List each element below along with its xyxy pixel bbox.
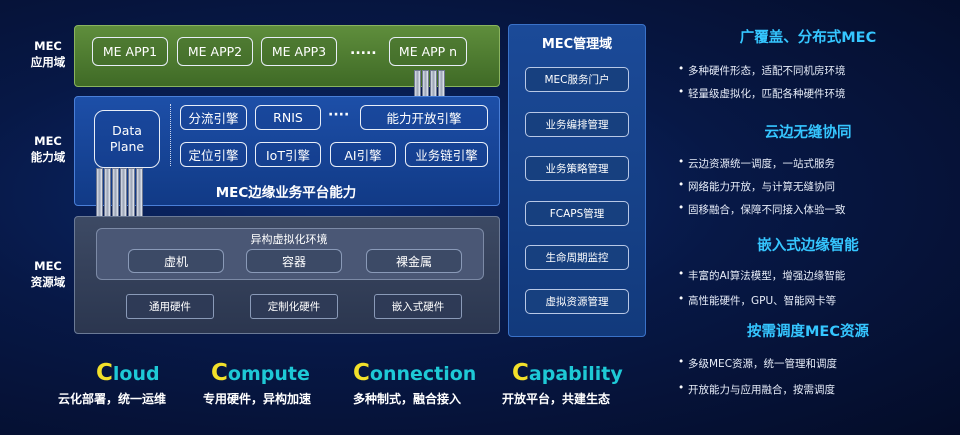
app-box-3: ME APP3 <box>261 37 337 66</box>
engine-rnis: RNIS <box>255 105 321 130</box>
compute-initial: C <box>211 360 228 386</box>
label-app-domain: MEC 应用域 <box>18 38 78 70</box>
cloud-initial: C <box>96 360 113 386</box>
feature-title-3: 嵌入式边缘智能 <box>757 238 859 254</box>
label-app-line1: MEC <box>34 39 62 53</box>
hw-custom: 定制化硬件 <box>250 294 338 319</box>
compute-title: Compute <box>211 360 310 386</box>
engine-service-chain: 业务链引擎 <box>405 142 488 167</box>
virtualization-title: 异构虚拟化环境 <box>250 233 328 246</box>
feature-3-bullet-2: 高性能硬件，GPU、智能网卡等 <box>678 293 836 308</box>
feature-4-bullet-1: 多级MEC资源，统一管理和调度 <box>678 356 837 371</box>
data-plane-line1: Data <box>112 123 142 138</box>
app-box-2: ME APP2 <box>177 37 253 66</box>
cloud-rest: loud <box>112 363 160 385</box>
app-box-1: ME APP1 <box>92 37 168 66</box>
connection-sub: 多种制式，融合接入 <box>353 392 462 406</box>
cloud-sub: 云化部署，统一运维 <box>58 392 167 406</box>
capability-4c-title: Capability <box>512 360 623 386</box>
feature-title-4: 按需调度MEC资源 <box>747 324 869 340</box>
label-res-domain: MEC 资源域 <box>18 258 78 290</box>
compute-rest: ompute <box>227 363 310 385</box>
mgmt-orchestration: 业务编排管理 <box>525 112 629 137</box>
data-plane-box: Data Plane <box>94 110 160 168</box>
dotted-divider <box>170 104 173 166</box>
feature-2-bullet-2: 网络能力开放，与计算无缝协同 <box>678 179 835 194</box>
mgmt-service-portal: MEC服务门户 <box>525 67 629 92</box>
data-plane-line2: Plane <box>109 139 145 154</box>
virt-container: 容器 <box>246 249 342 273</box>
label-cap-line2: 能力域 <box>30 150 66 164</box>
compute-sub: 专用硬件，异构加速 <box>203 392 312 406</box>
feature-2-bullet-3: 固移融合，保障不同接入体验一致 <box>678 202 845 217</box>
app-box-n: ME APP n <box>389 37 467 66</box>
label-cap-domain: MEC 能力域 <box>18 133 78 165</box>
engine-traffic: 分流引擎 <box>180 105 247 130</box>
feature-4-bullet-2: 开放能力与应用融合，按需调度 <box>678 382 835 397</box>
feature-3-bullet-1: 丰富的AI算法模型，增强边缘智能 <box>678 268 845 283</box>
engine-ai: AI引擎 <box>330 142 396 167</box>
virt-baremetal: 裸金属 <box>366 249 462 273</box>
capability-sub: 开放平台，共建生态 <box>502 392 611 406</box>
management-domain: MEC管理域 MEC服务门户 业务编排管理 业务策略管理 FCAPS管理 生命周… <box>508 24 646 337</box>
hw-embedded: 嵌入式硬件 <box>374 294 462 319</box>
engine-exposure: 能力开放引擎 <box>360 105 488 130</box>
feature-title-1: 广覆盖、分布式MEC <box>739 30 877 46</box>
management-title: MEC管理域 <box>541 37 613 52</box>
capability-title: MEC边缘业务平台能力 <box>215 185 357 201</box>
mgmt-fcaps: FCAPS管理 <box>525 201 629 226</box>
capability-rest: apability <box>528 363 623 385</box>
app-ellipsis: ..... <box>350 42 377 58</box>
connection-rest: onnection <box>369 363 477 385</box>
mgmt-lifecycle: 生命周期监控 <box>525 245 629 270</box>
feature-1-bullet-2: 轻量级虚拟化，匹配各种硬件环境 <box>678 86 845 101</box>
connection-initial: C <box>353 360 370 386</box>
label-cap-line1: MEC <box>34 134 62 148</box>
capability-layer <box>74 96 500 206</box>
connection-title: Connection <box>353 360 476 386</box>
capability-initial: C <box>512 360 529 386</box>
feature-2-bullet-1: 云边资源统一调度，一站式服务 <box>678 156 835 171</box>
cloud-title: Cloud <box>96 360 160 386</box>
feature-1-bullet-1: 多种硬件形态，适配不同机房环境 <box>678 63 845 78</box>
engine-iot: IoT引擎 <box>255 142 321 167</box>
engine-location: 定位引擎 <box>180 142 247 167</box>
mgmt-virtual-resource: 虚拟资源管理 <box>525 289 629 314</box>
app-layer <box>74 25 500 87</box>
feature-title-2: 云边无缝协同 <box>764 125 852 141</box>
label-app-line2: 应用域 <box>30 55 66 69</box>
mgmt-policy: 业务策略管理 <box>525 156 629 181</box>
hw-generic: 通用硬件 <box>126 294 214 319</box>
label-res-line1: MEC <box>34 259 62 273</box>
cap-ellipsis: ···· <box>328 107 350 123</box>
label-res-line2: 资源域 <box>30 275 66 289</box>
virt-vm: 虚机 <box>128 249 224 273</box>
